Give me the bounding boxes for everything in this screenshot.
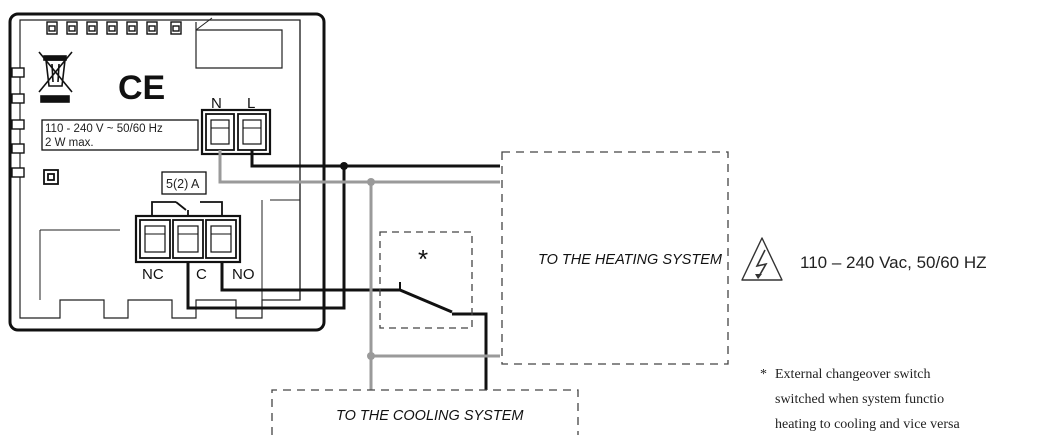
neutral-junction-dot-bottom: [367, 352, 375, 360]
footnote-line-2: switched when system functio: [775, 392, 944, 407]
live-junction-dot: [340, 162, 348, 170]
terminal-nc: [139, 219, 171, 259]
terminal-no-label: NO: [232, 266, 255, 283]
weee-bin-icon: [38, 51, 73, 103]
rating-text: 110 - 240 V ~ 50/60 Hz: [45, 123, 163, 135]
terminal-n-label: N: [211, 95, 222, 112]
switch-asterisk: *: [418, 244, 428, 274]
changeover-switch-box: [379, 231, 473, 329]
relay-rating-text: 5(2) A: [166, 177, 200, 191]
ce-mark: CE: [118, 69, 165, 107]
heating-system-label: TO THE HEATING SYSTEM: [538, 252, 723, 268]
terminal-c-label: C: [196, 266, 207, 283]
terminal-block-relay: [134, 214, 242, 264]
terminal-nc-label: NC: [142, 266, 164, 283]
live-wire: [186, 150, 500, 310]
relay-contact-symbol: [151, 201, 223, 218]
footnote-line-3: heating to cooling and vice versa: [775, 417, 960, 432]
neutral-junction-dot-top: [367, 178, 375, 186]
power-text: 2 W max.: [45, 137, 94, 149]
terminal-n: [205, 113, 235, 151]
footnote-line-1: External changeover switch: [775, 367, 931, 382]
footnote-marker: *: [760, 367, 767, 382]
heating-system-box: [501, 151, 729, 365]
relay-rating-box: [161, 171, 207, 195]
top-latch-tabs: [46, 21, 182, 35]
terminal-block-power: [200, 108, 272, 156]
terminal-l: [237, 113, 267, 151]
terminal-no: [205, 219, 237, 259]
switched-wire: [220, 262, 488, 390]
terminal-c: [172, 219, 204, 259]
rating-label-box: [41, 119, 199, 151]
cooling-system-label: TO THE COOLING SYSTEM: [336, 408, 524, 424]
footnote: * External changeover switch switched wh…: [760, 367, 960, 432]
high-voltage-warning-icon: [741, 237, 783, 281]
terminal-l-label: L: [247, 95, 255, 112]
cooling-system-box: [271, 389, 579, 435]
double-insulation-icon: [43, 169, 59, 185]
side-latch-tabs: [11, 67, 25, 178]
supply-voltage-label: 110 – 240 Vac, 50/60 HZ: [800, 253, 987, 272]
